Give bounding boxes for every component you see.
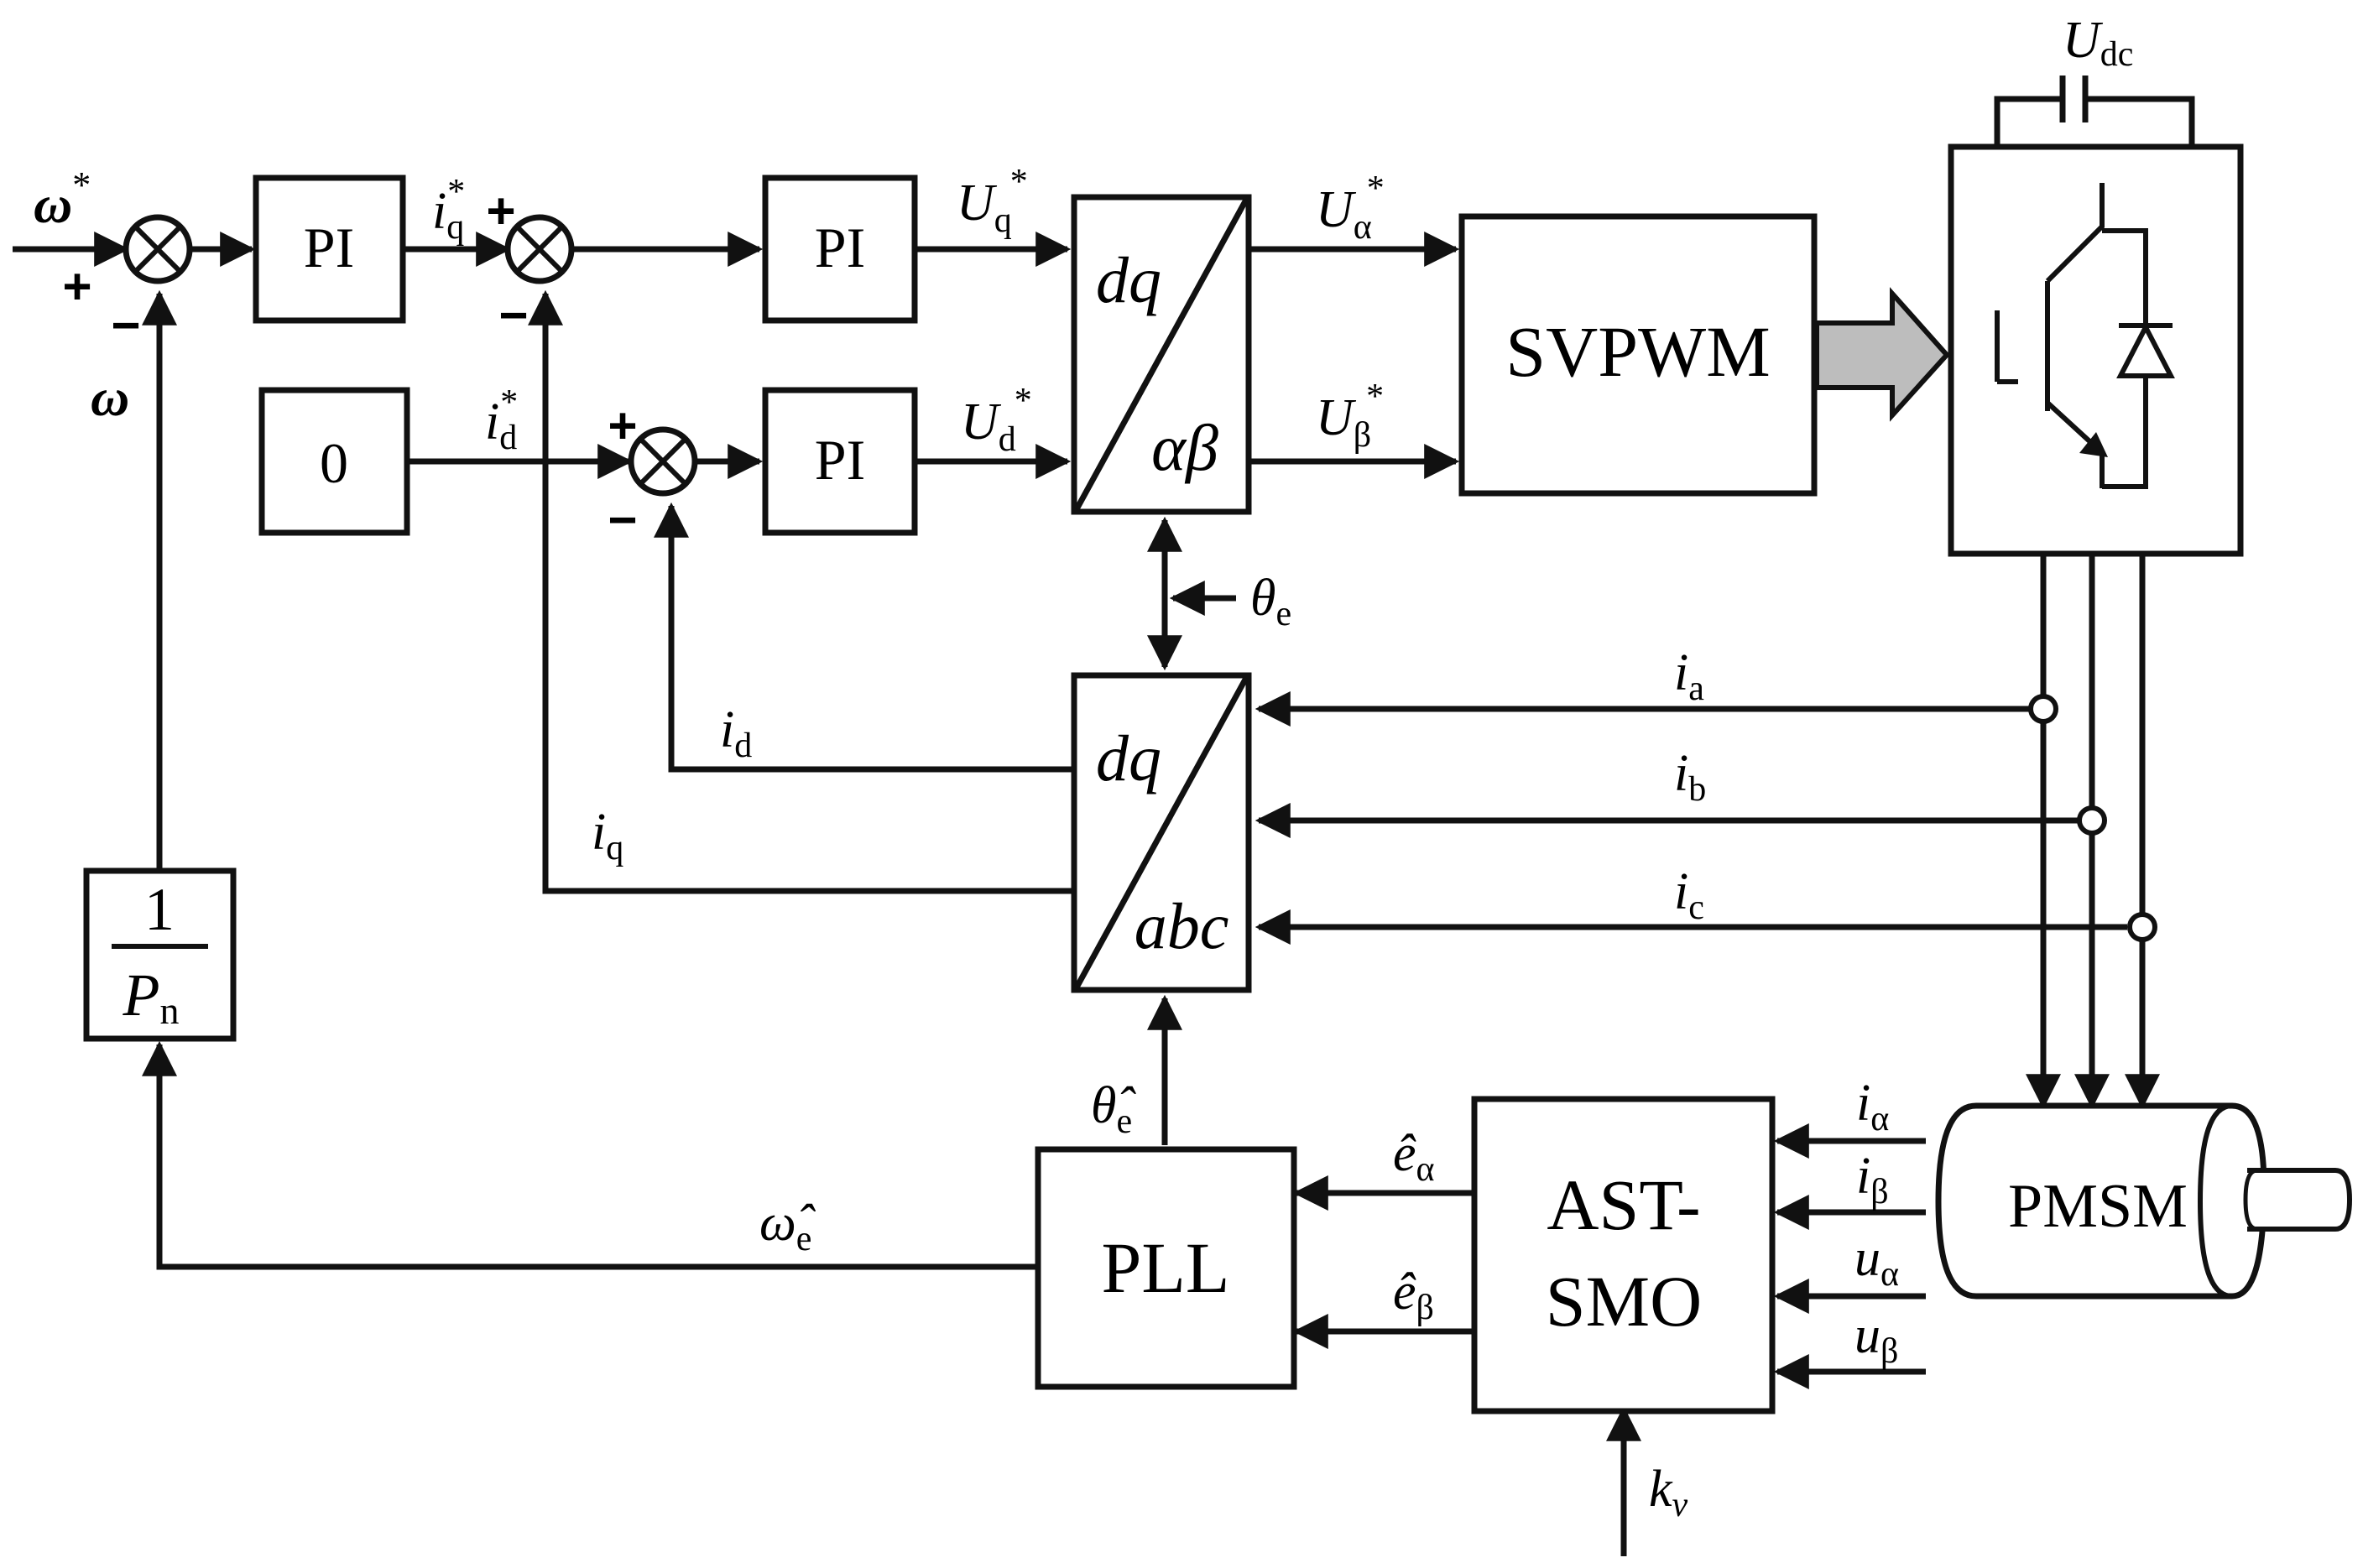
signs: + − + − + −: [62, 183, 637, 548]
label-i-alpha: iα: [1856, 1075, 1889, 1138]
smo-block: AST- SMO: [1471, 1096, 1776, 1414]
label-id-ref: id*: [485, 383, 518, 457]
label-id: id: [720, 701, 752, 765]
label-i-beta: iβ: [1856, 1148, 1889, 1211]
label-ubeta-ref: Uβ*: [1316, 378, 1384, 455]
inverse-park-block: dq αβ: [1071, 194, 1252, 515]
gain-denominator: Pn: [123, 961, 180, 1032]
park-block: dq abc: [1071, 672, 1252, 993]
label-iq: iq: [592, 804, 623, 867]
label-omega: ω: [91, 367, 129, 427]
label-udc: Udc: [2063, 12, 2133, 74]
gain-numerator: 1: [144, 876, 175, 943]
pi-speed-block: PI: [253, 175, 406, 324]
pi-id-label: PI: [815, 428, 865, 492]
current-sensors: [2028, 694, 2157, 942]
pmsm-label: PMSM: [2008, 1172, 2188, 1241]
sign-plus-id: +: [608, 398, 637, 454]
sign-minus-iq: −: [498, 287, 528, 343]
summing-junction-speed: [123, 214, 193, 284]
label-u-alpha: uα: [1854, 1230, 1899, 1294]
label-uq-ref: Uq*: [957, 163, 1028, 240]
pll-label: PLL: [1102, 1227, 1230, 1308]
label-ic: ic: [1674, 863, 1704, 927]
svpwm-block: SVPWM: [1458, 213, 1818, 497]
smo-label-line2: SMO: [1546, 1261, 1702, 1341]
label-e-alpha-hat: êα: [1393, 1125, 1435, 1189]
signal-labels: ω* ω iq* id* Uq* Ud* Uα* Uβ* Udc θe θ̂e …: [34, 12, 2133, 1524]
label-e-beta-hat: êβ: [1393, 1263, 1434, 1327]
label-ia: ia: [1674, 644, 1704, 708]
pmsm-motor: PMSM: [1935, 1102, 2353, 1300]
label-theta-e-hat: θ̂e: [1091, 1077, 1136, 1141]
summing-junction-iq: [504, 214, 575, 284]
park-bottom-label: abc: [1135, 889, 1229, 962]
gain-block: 1 Pn: [83, 867, 237, 1042]
svpwm-label: SVPWM: [1505, 311, 1770, 392]
label-ualpha-ref: Uα*: [1316, 169, 1385, 247]
zero-block: 0: [258, 387, 410, 536]
inverse-park-top-label: dq: [1096, 243, 1161, 316]
label-kv: kv: [1649, 1461, 1688, 1524]
sensor-a: [2028, 694, 2058, 724]
pi-iq-label: PI: [815, 216, 865, 279]
sign-minus-speed: −: [111, 297, 140, 353]
label-u-beta: uβ: [1854, 1307, 1898, 1371]
label-ud-ref: Ud*: [961, 382, 1032, 459]
summing-junction-id: [628, 426, 698, 497]
svpwm-to-inverter-arrow: [1814, 287, 1951, 422]
label-omega-e-hat: ω̂e: [759, 1195, 816, 1258]
inverter-block: [1948, 143, 2244, 557]
wires: [13, 76, 2195, 1556]
label-theta-e: θe: [1250, 570, 1291, 633]
sensor-b: [2077, 805, 2107, 836]
sensor-c: [2127, 912, 2157, 942]
sign-minus-id: −: [608, 492, 637, 548]
sign-plus-iq: +: [486, 183, 515, 239]
zero-label: 0: [320, 431, 348, 495]
smo-label-line1: AST-: [1547, 1164, 1700, 1245]
label-ib: ib: [1674, 745, 1706, 809]
inverse-park-bottom-label: αβ: [1151, 411, 1218, 484]
pi-speed-label: PI: [304, 216, 354, 279]
label-omega-ref: ω*: [34, 164, 91, 234]
pll-block: PLL: [1035, 1146, 1297, 1390]
pi-iq-block: PI: [762, 175, 918, 324]
pi-id-block: PI: [762, 387, 918, 536]
park-top-label: dq: [1096, 721, 1161, 794]
sign-plus-speed: +: [62, 258, 91, 315]
label-iq-ref: iq*: [432, 173, 465, 247]
